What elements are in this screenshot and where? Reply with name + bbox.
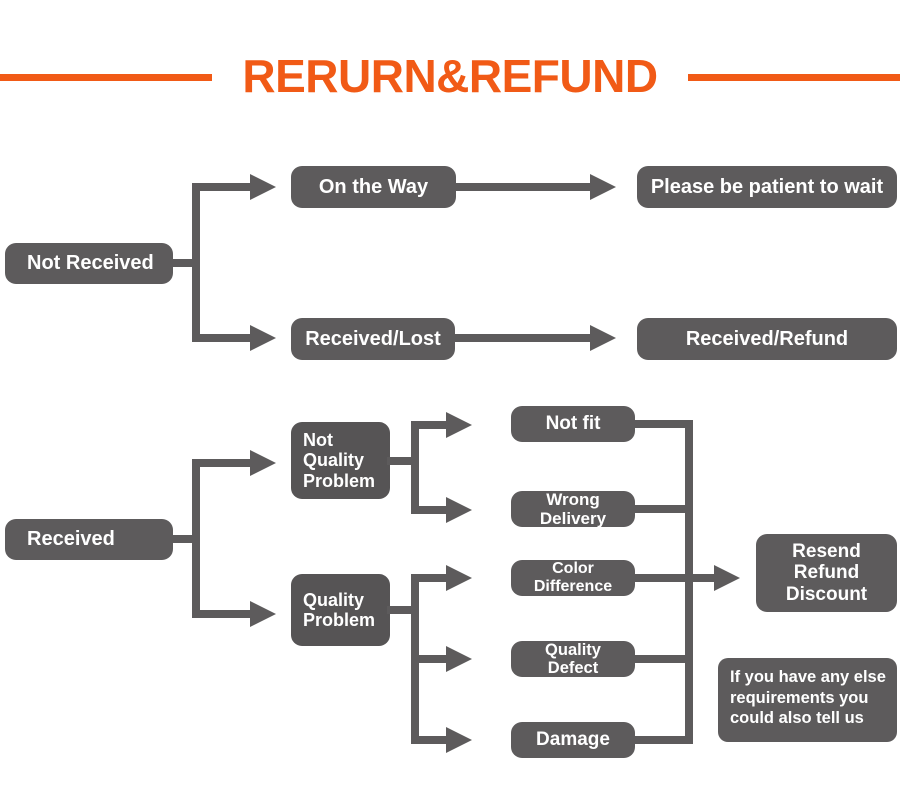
connector-not-received-stub (170, 259, 200, 267)
node-not-fit[interactable]: Not fit (511, 406, 635, 442)
node-on-the-way[interactable]: On the Way (291, 166, 456, 208)
arrow-to-not-quality-problem (250, 450, 276, 476)
quality-problem-line-2: Problem (303, 610, 376, 630)
resolution-line-2: Refund (793, 562, 860, 584)
connector-on-the-way-to-outcome (456, 183, 594, 191)
connector-to-quality-problem (192, 610, 254, 618)
node-please-be-patient[interactable]: Please be patient to wait (637, 166, 897, 208)
connector-not-fit-to-bus (634, 420, 693, 428)
node-not-quality-problem[interactable]: Not Quality Problem (291, 422, 390, 499)
arrow-to-on-the-way (250, 174, 276, 200)
connector-to-wrong-delivery (411, 506, 449, 514)
connector-not-received-split (192, 183, 200, 342)
node-damage[interactable]: Damage (511, 722, 635, 758)
connector-to-received-lost (192, 334, 254, 342)
node-color-difference[interactable]: Color Difference (511, 560, 635, 596)
note-line-3: could also tell us (730, 709, 864, 728)
not-quality-problem-line-3: Problem (303, 470, 376, 491)
arrow-received-lost-to-outcome (590, 325, 616, 351)
connector-received-stub (170, 535, 200, 543)
connector-to-quality-defect (411, 655, 449, 663)
node-quality-problem[interactable]: Quality Problem (291, 574, 390, 646)
node-quality-defect[interactable]: Quality Defect (511, 641, 635, 677)
arrow-on-the-way-to-outcome (590, 174, 616, 200)
title-rule-left (0, 74, 212, 81)
resolution-line-3: Discount (785, 583, 868, 605)
connector-qp-stub (387, 606, 417, 614)
arrow-to-wrong-delivery (446, 497, 472, 523)
arrow-to-damage (446, 727, 472, 753)
connector-to-not-fit (411, 421, 449, 429)
connector-to-on-the-way (192, 183, 254, 191)
arrow-to-received-lost (250, 325, 276, 351)
node-not-received[interactable]: Not Received (5, 243, 173, 284)
node-received-lost[interactable]: Received/Lost (291, 318, 455, 360)
connector-to-damage (411, 736, 449, 744)
connector-wrong-delivery-to-bus (634, 505, 693, 513)
note-line-2: requirements you (730, 688, 869, 707)
node-received[interactable]: Received (5, 519, 173, 560)
page-title: RERURN&REFUND (242, 50, 658, 102)
arrow-bus-to-resolution (714, 565, 740, 591)
connector-to-not-quality-problem (192, 459, 254, 467)
connector-nqp-stub (387, 457, 417, 465)
arrow-to-color-difference (446, 565, 472, 591)
not-quality-problem-line-1: Not (303, 430, 333, 451)
speech-bubble-note: If you have any else requirements you co… (718, 658, 897, 742)
connector-merge-bus (685, 420, 693, 744)
connector-color-difference-to-bus (634, 574, 693, 582)
quality-problem-line-1: Quality (303, 589, 365, 610)
node-received-refund[interactable]: Received/Refund (637, 318, 897, 360)
connector-to-color-difference (411, 574, 449, 582)
node-wrong-delivery[interactable]: Wrong Delivery (511, 490, 635, 528)
title-rule-right (688, 74, 900, 81)
arrow-to-quality-problem (250, 601, 276, 627)
connector-received-split (192, 459, 200, 618)
not-quality-problem-line-2: Quality (303, 450, 365, 471)
arrow-to-quality-defect (446, 646, 472, 672)
arrow-to-not-fit (446, 412, 472, 438)
title-banner: RERURN&REFUND (0, 48, 900, 104)
resolution-line-1: Resend (792, 541, 861, 563)
connector-bus-to-resolution (685, 574, 719, 582)
connector-nqp-split (411, 421, 419, 514)
connector-quality-defect-to-bus (634, 655, 693, 663)
connector-received-lost-to-outcome (455, 334, 594, 342)
note-line-1: If you have any else (730, 668, 886, 686)
connector-damage-to-bus (634, 736, 693, 744)
node-resend-refund-discount[interactable]: Resend Refund Discount (756, 534, 897, 612)
